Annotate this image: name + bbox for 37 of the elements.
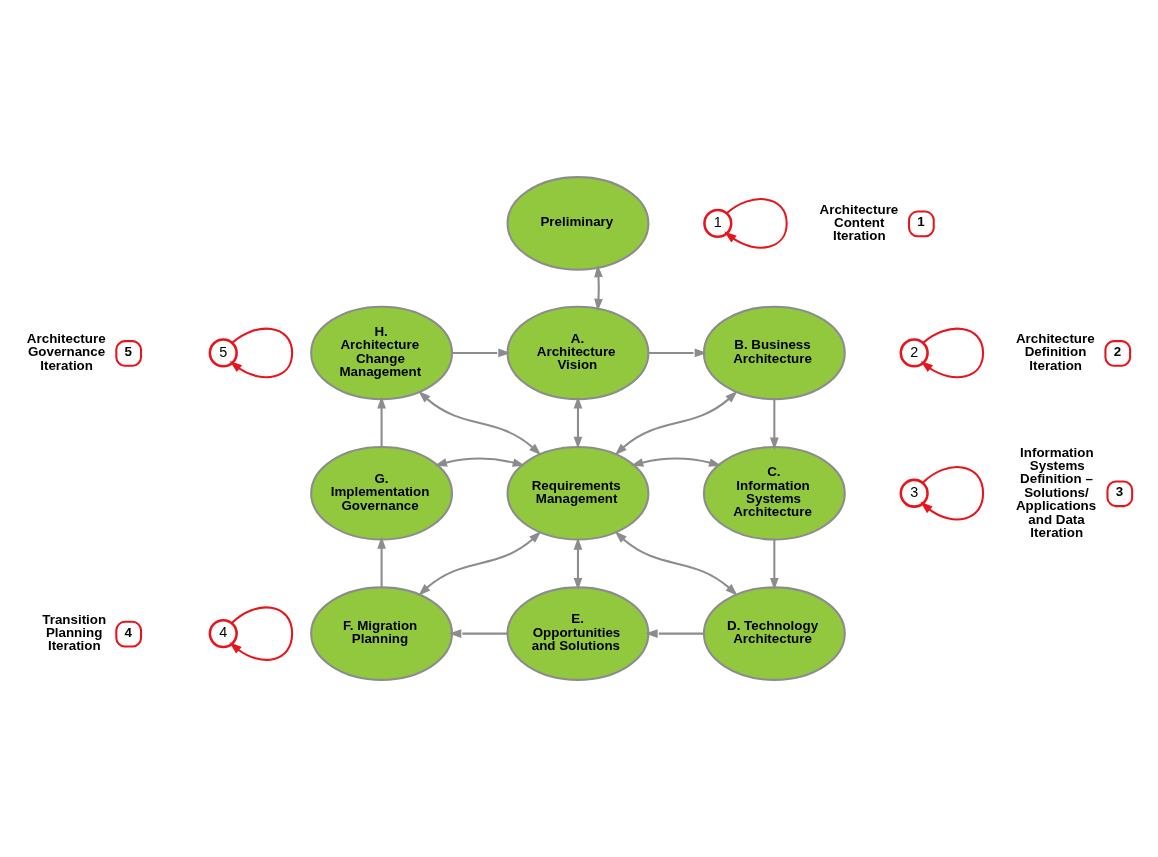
arrow — [614, 531, 738, 596]
node-circle: 4 — [208, 618, 238, 649]
arrow — [648, 348, 708, 358]
arrow — [573, 537, 583, 591]
node-ellipse: G. Implementation Governance — [310, 446, 454, 541]
arrow — [724, 198, 788, 249]
arrow — [770, 539, 779, 591]
arrow — [448, 629, 508, 638]
node-ellipse: C. Information Systems Architecture — [702, 446, 846, 541]
arrow — [377, 396, 386, 447]
arrow — [920, 466, 985, 521]
arrow — [614, 390, 738, 456]
arrow — [630, 457, 722, 467]
arrow — [418, 390, 542, 456]
arrow — [920, 327, 985, 379]
arrow — [573, 396, 583, 450]
node-circle: 1 — [703, 208, 733, 239]
node-label: Information Systems Definition – Solutions/ Applications and Data Iteration — [1015, 444, 1097, 540]
arrow — [594, 264, 603, 312]
node-ellipse: E. Opportunities and Solutions — [506, 586, 650, 681]
node-ellipse: A. Architecture Vision — [506, 305, 650, 401]
node-ellipse: Preliminary — [506, 176, 650, 271]
node-label: Architecture Content Iteration — [819, 201, 899, 244]
node-circle: 5 — [208, 338, 238, 368]
arrow — [452, 348, 511, 358]
arrow — [770, 399, 779, 450]
arrow — [645, 629, 704, 638]
node-circle: 2 — [899, 338, 929, 368]
node-label: Transition Planning Iteration — [42, 611, 107, 654]
node-circle: 3 — [899, 478, 929, 508]
node-label: Architecture Governance Iteration — [26, 331, 106, 373]
node-label: Architecture Definition Iteration — [1015, 331, 1095, 373]
arrow — [418, 531, 542, 596]
arrow — [229, 606, 294, 661]
arrow — [229, 327, 294, 379]
arrow — [434, 457, 526, 467]
arrow — [377, 536, 386, 588]
